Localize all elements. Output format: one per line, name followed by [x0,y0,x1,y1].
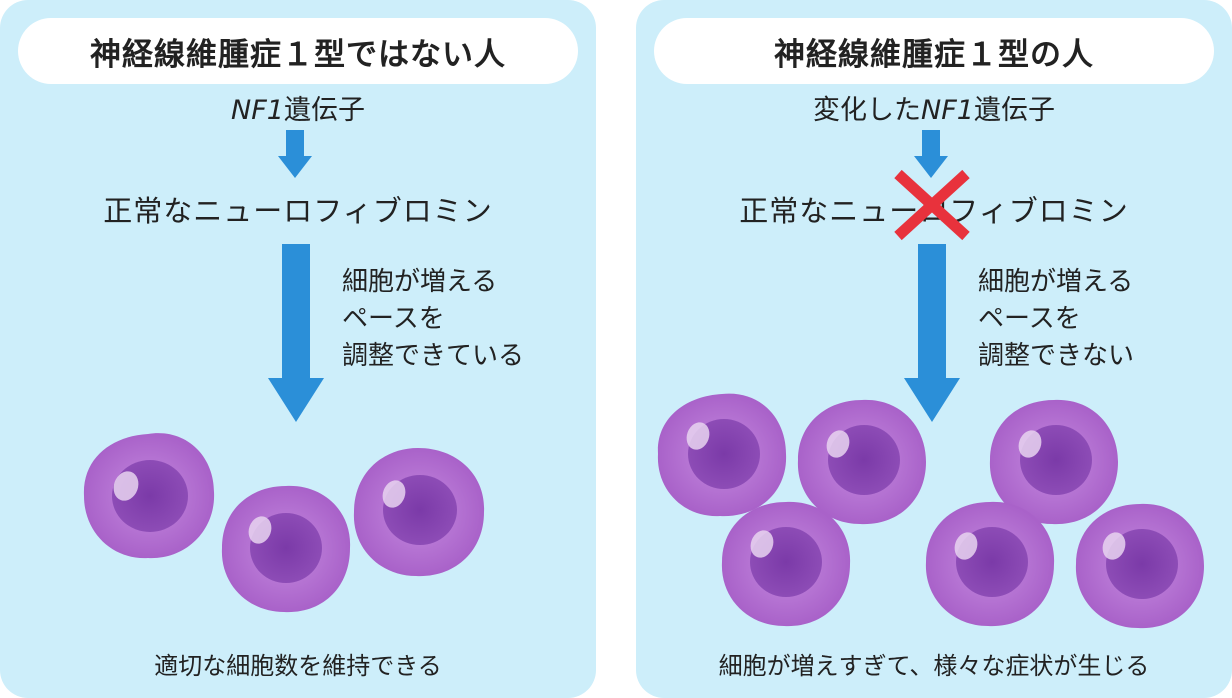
cell [797,399,926,525]
regulation-note: 細胞が増える ペースを 調整できない [978,264,1134,375]
cell [721,501,851,627]
note-line-3: 調整できない [978,341,1135,371]
regulation-note: 細胞が増える ペースを 調整できている [342,264,524,375]
panel-title: 神経線維腫症１型ではない人 [18,18,578,84]
arrow-large [904,244,960,422]
cell [221,485,351,613]
note-line-2: ペースを [978,304,1081,334]
gene-name: NF1 [231,95,284,126]
red-x-mark-icon [894,169,970,241]
cell [1075,503,1204,629]
cell [83,433,215,559]
cell [925,501,1055,627]
gene-label: 変化したNF1遺伝子 [636,88,1232,127]
panel-title: 神経線維腫症１型の人 [654,18,1214,84]
note-line-1: 細胞が増える [978,267,1134,297]
gene-name: NF1 [921,95,974,126]
outcome-text: 細胞が増えすぎて、様々な症状が生じる [718,652,1150,680]
cell [353,448,485,577]
arrow-large [268,244,324,422]
cell [989,399,1118,525]
panel-without-nf1: 神経線維腫症１型ではない人 NF1遺伝子 正常なニューロフィブロミン 細胞が増え… [0,0,596,698]
protein-label: 正常なニューロフィブロミン [103,194,493,228]
arrow-small [914,130,948,178]
panel-with-nf1: 神経線維腫症１型の人 変化したNF1遺伝子 正常なニューロフィブロミン 細胞が増… [636,0,1232,698]
note-line-1: 細胞が増える [342,267,498,297]
left-diagram-graphics [83,130,485,613]
note-line-2: ペースを [342,304,445,334]
gene-label: NF1遺伝子 [0,88,596,127]
cell [657,393,787,517]
right-diagram-graphics [657,130,1204,629]
gene-suffix: 遺伝子 [973,95,1055,126]
gene-suffix: 遺伝子 [283,95,365,126]
arrow-small [278,130,312,178]
gene-prefix: 変化した [813,95,922,126]
note-line-3: 調整できている [342,341,525,371]
outcome-text: 適切な細胞数を維持できる [154,652,442,680]
